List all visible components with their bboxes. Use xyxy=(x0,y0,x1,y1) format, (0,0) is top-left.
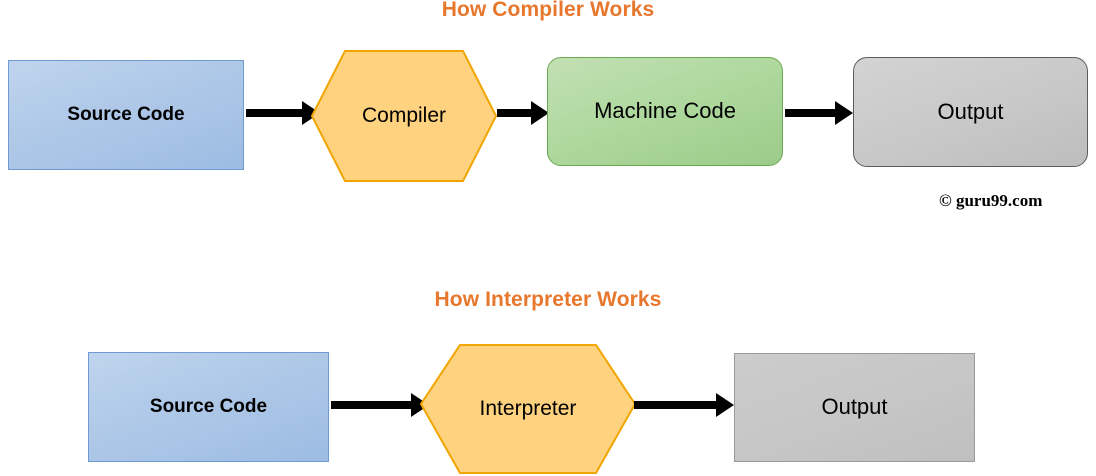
node-label: Output xyxy=(821,394,888,420)
node-source-code-compiler: Source Code xyxy=(8,60,244,170)
compiler-diagram-title: How Compiler Works xyxy=(441,0,655,21)
node-source-code-interpreter: Source Code xyxy=(88,352,329,462)
node-label: Output xyxy=(937,98,1004,124)
interpreter-diagram-title: How Interpreter Works xyxy=(434,288,662,311)
node-interpreter: Interpreter xyxy=(420,344,636,474)
node-label: Source Code xyxy=(67,103,185,125)
node-label: Source Code xyxy=(149,395,268,417)
arrow-source-to-compiler xyxy=(246,101,320,125)
node-machine-code: Machine Code xyxy=(547,57,783,166)
node-label: Machine Code xyxy=(594,98,736,124)
arrow-machine-code-to-output xyxy=(785,101,853,125)
arrow-compiler-to-machine-code xyxy=(497,101,549,125)
node-label: Interpreter xyxy=(479,397,577,420)
node-output-interpreter: Output xyxy=(734,353,975,462)
node-compiler: Compiler xyxy=(311,50,497,182)
hexagon-shape xyxy=(420,344,636,474)
arrow-interpreter-to-output xyxy=(634,393,734,417)
hexagon-shape xyxy=(311,50,497,182)
watermark-guru99: © guru99.com xyxy=(939,191,1043,210)
node-label: Compiler xyxy=(361,104,447,127)
node-output-compiler: Output xyxy=(853,57,1088,167)
arrow-source-to-interpreter xyxy=(331,393,429,417)
